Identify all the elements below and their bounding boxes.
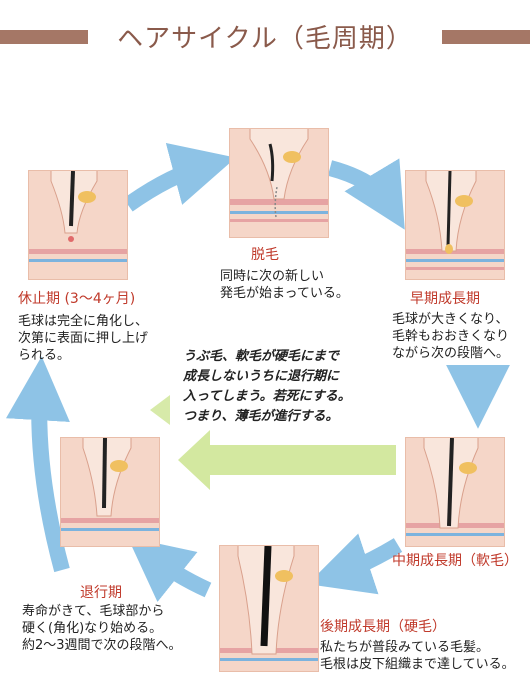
desc-resting: 毛球は完全に角化し、 次第に表面に押し上げ られる。 [18,313,148,364]
desc-regression: 寿命がきて、毛球部から 硬く(角化)なり始める。 約2～3週間で次の段階へ。 [22,603,182,654]
arrow-shed-to-early [327,158,405,230]
arrow-late-to-regress [127,537,212,602]
desc-shedding: 同時に次の新しい 発毛が始まっている。 [220,268,349,302]
page-title: ヘアサイクル（毛周期） [117,24,413,54]
label-shedding: 脱毛 [251,247,279,263]
panel-regression [60,437,160,547]
follicle-illustration [29,171,127,262]
desc-line: 次第に表面に押し上げ [18,331,149,346]
desc-early-growth: 毛球が大きくなり、 毛幹もおおきくなり ながら次の段階へ。 [392,311,509,362]
panel-mid-growth [405,437,505,547]
panel-late-growth [219,545,319,672]
label-late-growth: 後期成長期（硬毛） [320,619,446,635]
panel-early-growth [405,170,505,280]
label-early-growth: 早期成長期 [410,291,480,307]
note-line: 入ってしまう。若死にする。 [183,389,351,404]
desc-line: 硬く(角化)なり始める。 [22,621,163,636]
arrow-regress-to-rest [5,356,70,573]
desc-line: ながら次の段階へ。 [392,346,510,361]
note-line: 成長しないうちに退行期に [183,369,340,384]
panel-resting [28,170,128,280]
desc-line: 毛球が大きくなり、 [392,312,509,327]
follicle-illustration [230,129,328,222]
arrow-early-to-mid [445,364,510,429]
follicle-illustration [220,546,318,661]
arrow-rest-to-shed [123,143,236,212]
note-line: うぶ毛、軟毛が硬毛にまで [183,349,340,364]
arrow-mid-to-late [307,533,403,595]
title-bar-right [442,30,530,44]
label-mid-growth: 中期成長期（軟毛） [392,553,518,569]
desc-line: 私たちが普段みている毛髪。 [320,640,490,655]
desc-late-growth: 私たちが普段みている毛髪。 毛根は皮下組織まで達している。 [320,639,515,673]
desc-line: 毛根は皮下組織まで達している。 [320,657,515,672]
follicle-illustration [406,171,504,270]
thinning-note: うぶ毛、軟毛が硬毛にまで 成長しないうちに退行期に 入ってしまう。若死にする。 … [183,347,351,427]
green-arrow-lower [178,430,396,490]
label-resting: 休止期 (3～4ヶ月) [18,291,136,307]
title-bar-left [0,30,88,44]
follicle-illustration [61,438,159,531]
desc-line: 約2～3週間で次の段階へ。 [22,638,182,653]
label-regression: 退行期 [80,585,122,601]
desc-line: 同時に次の新しい [220,269,325,284]
desc-line: 発毛が始まっている。 [220,286,349,301]
desc-line: 毛球は完全に角化し、 [18,314,149,329]
panel-shedding [229,128,329,238]
follicle-illustration [406,438,504,536]
desc-line: られる。 [18,348,71,363]
note-line: つまり、薄毛が進行する。 [183,409,339,424]
desc-line: 寿命がきて、毛球部から [22,604,165,619]
desc-line: 毛幹もおおきくなり [392,329,510,344]
